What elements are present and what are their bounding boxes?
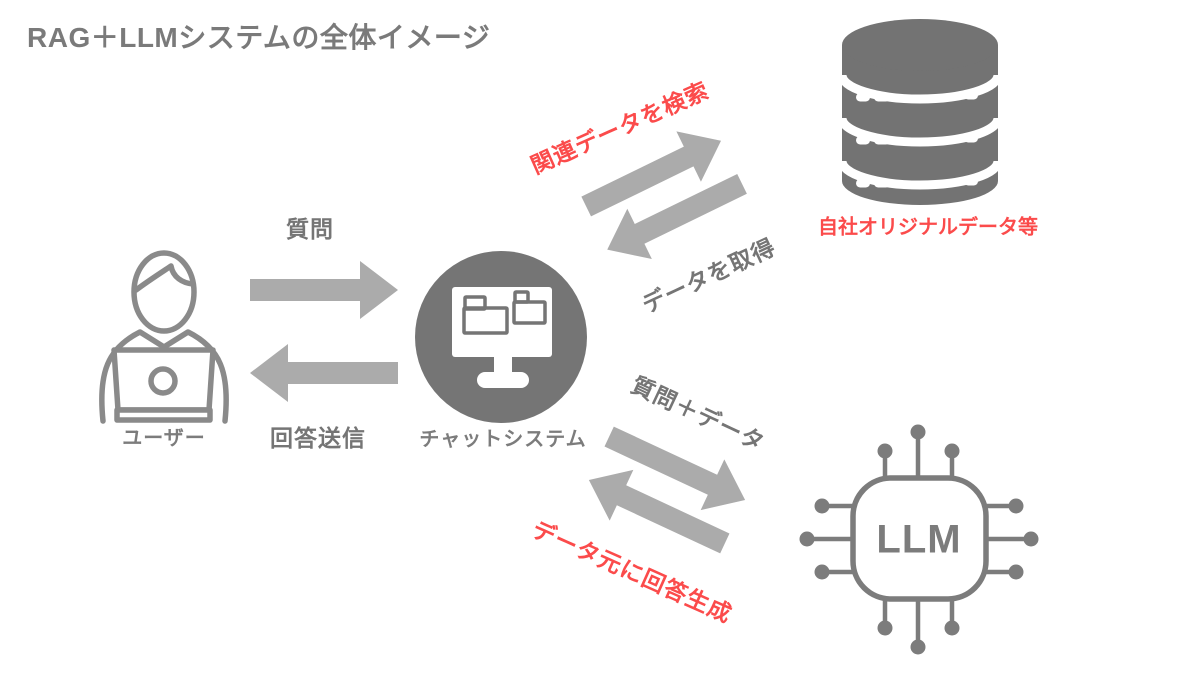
search-fetch-arrows	[581, 131, 747, 260]
llm-chip-label: LLM	[876, 517, 962, 562]
flow-label-answer: 回答送信	[270, 425, 366, 451]
user-icon	[99, 250, 229, 424]
page-title: RAG＋LLMシステムの全体イメージ	[27, 22, 491, 53]
chat-system-icon	[415, 251, 587, 423]
search-arrow	[581, 131, 722, 217]
answer-arrow	[250, 344, 398, 402]
llm-chip-icon	[799, 424, 1039, 655]
question-data-arrow	[604, 426, 746, 511]
database-label: 自社オリジナルデータ等	[818, 216, 1038, 239]
user-label: ユーザー	[122, 427, 206, 450]
database-icon	[837, 19, 1003, 205]
folder-icons	[462, 290, 547, 335]
question-arrow	[250, 261, 398, 319]
generate-arrow	[588, 469, 730, 554]
flow-label-question: 質問	[286, 216, 334, 242]
fetch-arrow	[607, 174, 747, 260]
qdata-gen-arrows	[588, 426, 746, 554]
chat-system-label: チャットシステム	[419, 428, 587, 451]
